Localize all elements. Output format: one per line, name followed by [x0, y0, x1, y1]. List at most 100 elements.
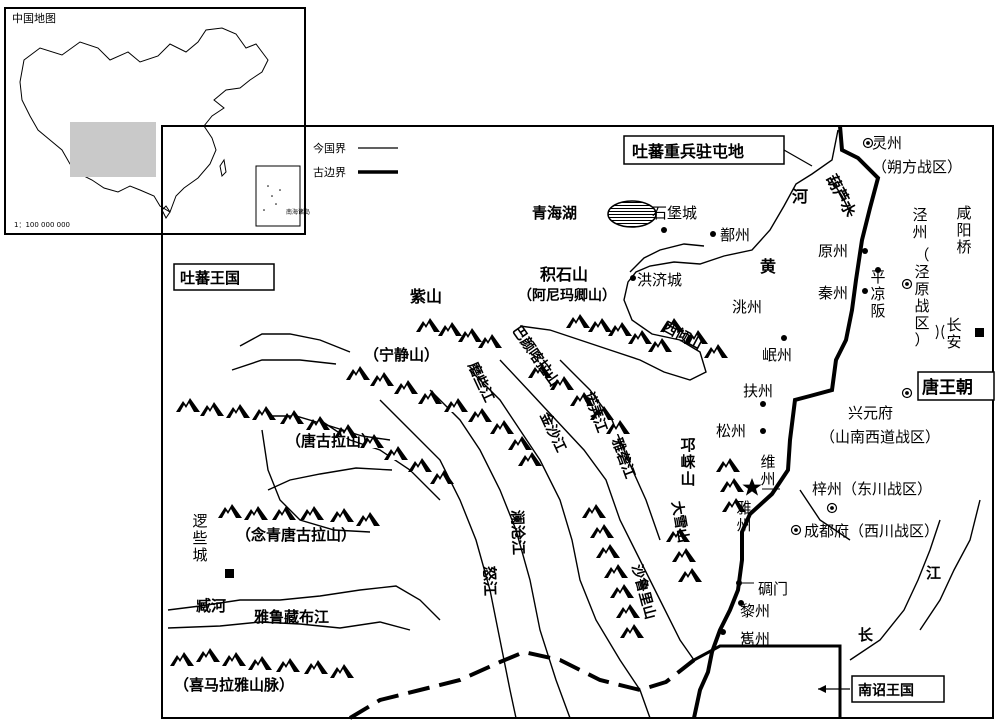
diaomen-label: 碉门 — [758, 580, 788, 598]
changan-capital-marker — [975, 328, 984, 337]
taozhou-label: 洮州 — [732, 298, 762, 316]
zang-he-label: 臧河 — [196, 597, 226, 615]
huang-he-river — [519, 129, 839, 381]
animaqing-label: （阿尼玛卿山） — [518, 288, 616, 304]
nianqing-basin-river — [267, 467, 393, 491]
zishan-label: 紫山 — [410, 287, 442, 306]
lancang-river — [429, 389, 571, 719]
yarlung-label: 雅鲁藏布江 — [253, 608, 329, 626]
chang-jiang-river-north — [919, 499, 981, 631]
tubo-garrison-box — [623, 135, 785, 165]
nanzhao-box — [851, 675, 945, 703]
nanzhao-label: 南诏王国 — [858, 682, 914, 699]
legend-ancient-label: 古边界 — [313, 166, 346, 179]
chang-jiang-river — [849, 519, 941, 661]
city-markers — [225, 137, 984, 635]
jishi-range-peaks — [566, 314, 672, 352]
south-sea-box — [255, 165, 301, 227]
tang-dynasty-box — [917, 371, 995, 401]
shannan-label: （山南西道战区） — [820, 428, 940, 446]
jingyuan-label: （泾原战区） — [915, 246, 930, 349]
hongji-label: 洪济城 — [637, 271, 682, 289]
shuofang-label: （朔方战区） — [872, 158, 962, 176]
zishan-range-peaks — [416, 318, 502, 348]
jinsha-river — [469, 369, 651, 719]
qinzhou-label: 秦州 — [818, 284, 848, 302]
chang-jiang-label-2: 长 — [858, 626, 874, 644]
yalong-label: 雅砻江 — [608, 436, 638, 481]
tubo-kingdom-label: 吐蕃王国 — [180, 269, 240, 287]
left-loop — [261, 429, 371, 533]
main-frame — [161, 125, 994, 719]
xizhou-label: 嶲州 — [740, 630, 770, 648]
hulu-shui-river — [829, 177, 853, 217]
tang-dynasty-label: 唐王朝 — [922, 377, 973, 398]
tanggula-basin-river — [262, 415, 391, 441]
huang-he-north-bank — [629, 243, 705, 273]
taiwan-outline — [219, 158, 227, 178]
hainan-outline — [161, 205, 171, 219]
ancient-tributary — [239, 333, 351, 353]
chengdu-label: 成都府（西川战区） — [804, 522, 939, 540]
luoxie-capital-marker — [225, 569, 234, 578]
tanggula-label: （唐古拉山） — [286, 432, 376, 450]
legend: 今国界 古边界 — [313, 141, 398, 179]
minzhou-label: 岷州 — [762, 346, 792, 364]
garrison-pointer — [783, 149, 813, 167]
lizhou-label: 黎州 — [740, 602, 770, 620]
ningjing-label: （宁静山） — [364, 346, 439, 364]
xianyang-bridge-icon — [935, 324, 945, 340]
inset-scale: 1：100 000 000 — [14, 221, 70, 229]
xingyuan-label: 兴元府 — [848, 404, 893, 422]
zizhou-label: 梓州（东川战区） — [812, 480, 932, 498]
nianqing-range-peaks — [218, 504, 380, 526]
mozhu-label: 磨些江 — [464, 360, 497, 405]
jingzhou-label: 泾州 — [913, 206, 928, 241]
modern-border-dashed — [348, 649, 696, 720]
jinsha-river-east — [499, 359, 695, 661]
rivers — [167, 129, 981, 719]
south-sea-islands — [263, 185, 281, 211]
huang-he-label-2: 黄 — [760, 257, 776, 276]
shanzhou-label: 鄯州 — [720, 226, 750, 244]
qinghai-lake — [607, 200, 657, 228]
fuzhou-label: 扶州 — [743, 382, 773, 400]
himalaya-label: （喜马拉雅山脉） — [174, 676, 294, 694]
south-sea-label: 南海诸岛 — [286, 208, 310, 216]
weizhou-star-marker — [742, 478, 762, 496]
nianqing-label: （念青唐古拉山） — [236, 526, 356, 544]
songzhou-label: 松州 — [716, 422, 746, 440]
jishi-label: 积石山 — [540, 265, 588, 284]
legend-modern-label: 今国界 — [313, 141, 346, 155]
shibao-label: 石堡城 — [652, 204, 697, 222]
jinsha-label: 金沙江 — [536, 409, 570, 455]
chang-jiang-label-1: 江 — [926, 564, 941, 582]
nanzhao-arrow-head — [818, 685, 826, 693]
nanzhao-border — [693, 644, 842, 718]
inset-frame — [4, 7, 306, 235]
yazhou-label: 雅州 — [737, 499, 752, 534]
nu-label: 怒江 — [480, 566, 499, 597]
qinghai-lake-label: 青海湖 — [532, 204, 577, 222]
tubo-kingdom-box — [173, 263, 275, 291]
inset-title: 中国地图 — [12, 12, 56, 25]
tubo-garrison-label: 吐蕃重兵驻屯地 — [632, 142, 744, 161]
pingliang-label: 平凉阪 — [871, 268, 886, 320]
lancang-label: 澜沧江 — [508, 510, 528, 556]
nu-river — [379, 399, 517, 719]
luoxie-label: 逻些城 — [193, 512, 208, 564]
ancient-border — [692, 125, 881, 719]
inset-map: 中国地图 南海诸岛 1：100 000 000 — [4, 7, 310, 235]
dot-markers — [630, 227, 881, 635]
zang-he-river — [167, 585, 441, 621]
upper-tributary — [231, 359, 337, 371]
yalong-river — [559, 359, 661, 541]
changan-label: 长安 — [947, 316, 962, 351]
lingzhou-label: 灵州 — [872, 134, 902, 152]
himalaya-range-peaks — [170, 648, 354, 678]
highlight-region — [70, 122, 156, 177]
weizhou-label: 维州 — [761, 453, 776, 488]
yuanzhou-label: 原州 — [818, 242, 848, 260]
zang-he-river-south — [167, 621, 411, 631]
